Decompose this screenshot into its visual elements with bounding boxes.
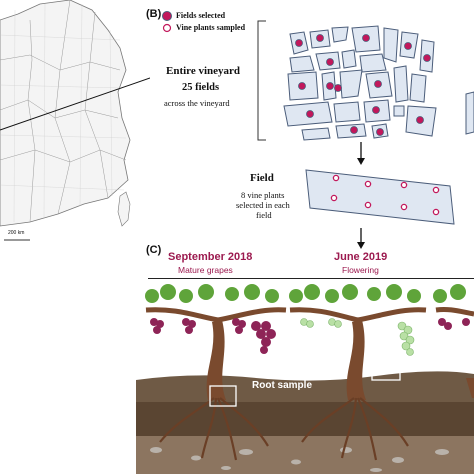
- field-shape: [409, 73, 427, 103]
- root-sample-label: Root sample: [252, 380, 313, 391]
- season1-stage: Mature grapes: [178, 265, 233, 275]
- field-title: Field: [250, 172, 274, 184]
- field-dot: [372, 106, 380, 114]
- vine-plant-dot: [400, 203, 408, 211]
- season1-date: September 2018: [168, 251, 253, 263]
- field-desc-3: field: [256, 210, 272, 220]
- field-desc-1: 8 vine plants: [241, 190, 285, 200]
- field-shape: [289, 55, 315, 73]
- field-dot: [376, 128, 384, 136]
- field-dot: [416, 116, 424, 124]
- field-shape: [339, 69, 363, 99]
- vine-roots: [159, 397, 269, 461]
- vine-plant-dot: [432, 208, 440, 216]
- vineyard-subtitle: across the vineyard: [164, 98, 230, 108]
- pebbles: [150, 447, 449, 472]
- grape-cluster: [150, 318, 276, 354]
- field-dot: [306, 110, 314, 118]
- field-dot: [316, 34, 324, 42]
- season2-date: June 2019: [334, 251, 388, 263]
- vine-partial: [433, 284, 474, 398]
- root-sample-box: [371, 359, 401, 381]
- legend-fields-selected: Fields selected: [176, 11, 226, 20]
- soil-mid-layer: [136, 402, 474, 438]
- vine-plant-dot: [330, 194, 338, 202]
- field-shape: [341, 49, 357, 69]
- vineyard-count: 25 fields: [182, 82, 220, 93]
- legend-dots: [162, 11, 172, 33]
- france-map: [0, 0, 150, 241]
- field-shape: [331, 26, 349, 43]
- field-dot: [326, 82, 334, 90]
- field-detail: [305, 169, 455, 225]
- vine-illustration: [136, 284, 474, 474]
- vine-september: [145, 284, 287, 461]
- season2-stage: Flowering: [342, 265, 379, 275]
- vine-trunk: [206, 320, 226, 400]
- vine-plant-dot: [364, 201, 372, 209]
- legend-vine-dot: [162, 23, 172, 33]
- field-desc-2: selected in each: [236, 200, 290, 210]
- panel-b-label: (B): [146, 8, 162, 20]
- panel-c-label: (C): [146, 244, 162, 256]
- vine-arm: [145, 307, 287, 323]
- field-dot: [298, 82, 306, 90]
- corsica-island: [117, 191, 131, 227]
- vine-plant-dot: [332, 174, 340, 182]
- department-grid: [0, 3, 127, 223]
- field-shape: [465, 91, 474, 135]
- field-shape: [301, 127, 331, 141]
- field-dot: [350, 126, 358, 134]
- vine-plant-dot: [400, 181, 408, 189]
- vine-trunk: [346, 320, 366, 400]
- down-arrow-1: [357, 142, 365, 165]
- field-dot: [295, 39, 303, 47]
- timeline-line: [148, 278, 474, 279]
- vine-plant-dot: [364, 180, 372, 188]
- field-dot: [423, 54, 431, 62]
- field-dot: [374, 80, 382, 88]
- vineyard-title: Entire vineyard: [166, 65, 241, 77]
- legend-vine-plants: Vine plants sampled: [176, 23, 246, 32]
- pointer-arrow-line: [0, 77, 150, 131]
- root-sample-box: [209, 385, 237, 407]
- scale-label: 200 km: [8, 230, 25, 236]
- vine-june: [289, 284, 427, 461]
- vine-plant-dot: [432, 186, 440, 194]
- vine-arm: [289, 307, 427, 323]
- soil-deep-layer: [136, 436, 474, 474]
- field-dot: [362, 34, 370, 42]
- field-dot: [404, 42, 412, 50]
- down-arrow-2: [357, 228, 365, 249]
- field-shape: [383, 27, 399, 63]
- vineyard-bracket: [257, 20, 266, 141]
- field-dot: [334, 84, 342, 92]
- vineyard-fields: [283, 25, 474, 141]
- field-shape: [393, 65, 409, 103]
- field-shape: [393, 105, 405, 117]
- legend-field-dot: [162, 11, 172, 21]
- field-dot: [326, 58, 334, 66]
- flower-cluster: [300, 318, 415, 356]
- field-shape: [333, 101, 361, 123]
- field-shape: [359, 53, 387, 73]
- vine-leaves: [289, 284, 421, 303]
- field-parallelogram: [305, 169, 455, 225]
- region-borders: [0, 0, 127, 223]
- vine-roots: [301, 397, 409, 461]
- vine-leaves: [145, 284, 279, 303]
